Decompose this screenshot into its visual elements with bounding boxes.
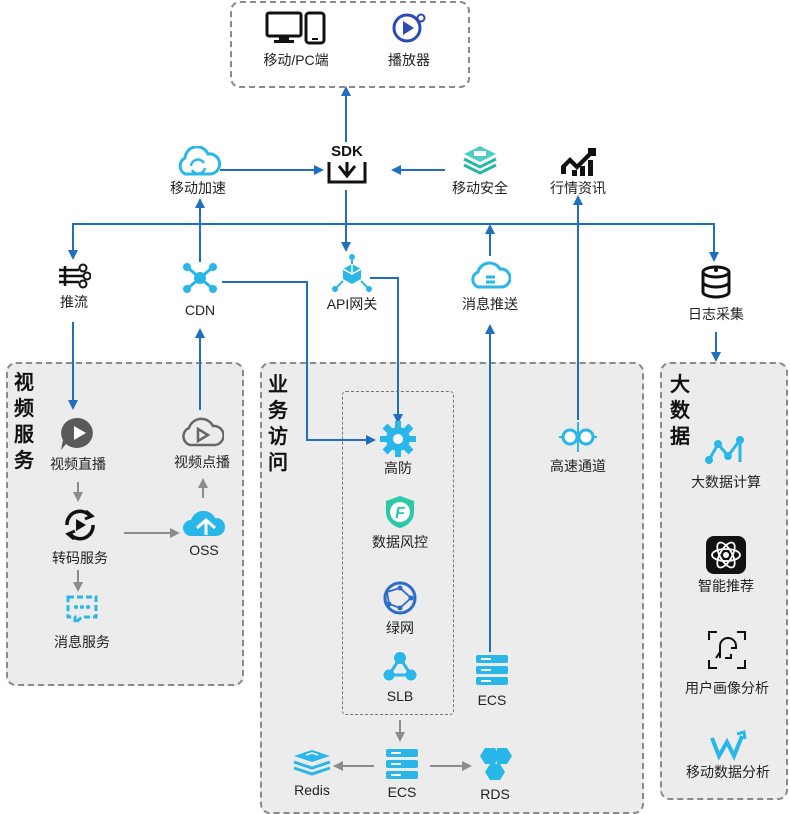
- log-collect-node: 日志采集: [676, 264, 756, 322]
- bus-line: [72, 223, 715, 258]
- monitor-phone-icon: [265, 11, 326, 45]
- sdk-node: SDK: [322, 144, 372, 186]
- oss-label: OSS: [189, 542, 219, 558]
- message-push-label: 消息推送: [462, 296, 518, 312]
- cdn-label: CDN: [184, 302, 216, 318]
- rds-hexagon-icon: [480, 748, 512, 780]
- svg-text:F: F: [395, 505, 406, 522]
- play-circle-icon: [392, 13, 426, 43]
- mobile-accel-label: 移动加速: [170, 180, 226, 196]
- market-info-label: 行情资讯: [550, 180, 606, 196]
- redis-layers-icon: [293, 750, 331, 776]
- sdk-download-icon: [327, 162, 367, 184]
- api-cube-icon: [332, 254, 372, 292]
- message-push-node: 消息推送: [450, 260, 530, 312]
- line-chart-icon: [705, 436, 744, 464]
- server-stack-icon: [386, 749, 418, 779]
- highspeed-node: 高速通道: [536, 420, 620, 474]
- cloud-upload-icon: [183, 510, 226, 536]
- green-net-label: 绿网: [386, 620, 414, 636]
- rds-node: RDS: [470, 746, 520, 802]
- mobile-accel-node: 移动加速: [158, 146, 238, 196]
- bigdata-compute-label: 大数据计算: [691, 474, 761, 490]
- player-label: 播放器: [388, 52, 430, 68]
- big-data-box: [660, 362, 788, 800]
- ecs-top-node: ECS: [466, 654, 518, 708]
- dual-node-icon: [559, 422, 597, 452]
- mobile-pc-node: 移动/PC端: [255, 10, 337, 68]
- anti-ddos-label: 高防: [384, 460, 412, 476]
- anti-ddos-node: 高防: [370, 420, 426, 476]
- arrow-cdn-antiddos: [222, 281, 376, 445]
- player-node: 播放器: [372, 10, 446, 68]
- gear-shield-icon: [380, 421, 416, 457]
- oss-node: OSS: [178, 506, 230, 558]
- message-service-node: 消息服务: [42, 594, 122, 650]
- stream-lines-icon: [59, 263, 91, 289]
- live-play-bubble-icon: [61, 417, 93, 450]
- video-service-title: 视频服务: [14, 372, 34, 472]
- slb-label: SLB: [386, 688, 414, 704]
- transcode-label: 转码服务: [52, 550, 108, 566]
- portrait-label: 用户画像分析: [685, 680, 769, 696]
- live-label: 视频直播: [50, 456, 106, 472]
- load-balancer-icon: [383, 652, 417, 681]
- green-net-node: 绿网: [372, 580, 428, 636]
- mobile-security-node: 移动安全: [440, 144, 520, 196]
- live-node: 视频直播: [42, 416, 114, 472]
- redis-label: Redis: [294, 782, 330, 798]
- mobile-analysis-label: 移动数据分析: [686, 764, 770, 780]
- mobile-security-label: 移动安全: [452, 180, 508, 196]
- trend-w-icon: [710, 730, 747, 761]
- redis-node: Redis: [286, 748, 338, 798]
- cdn-node: CDN: [172, 262, 228, 318]
- chart-trend-icon: [561, 148, 596, 176]
- shield-layers-icon: [463, 146, 497, 175]
- ecs-bottom-label: ECS: [387, 784, 417, 800]
- highspeed-label: 高速通道: [550, 458, 606, 474]
- recommend-label: 智能推荐: [698, 578, 754, 594]
- recommend-node: 智能推荐: [680, 534, 772, 594]
- chat-dots-icon: [66, 595, 98, 626]
- arrow-api-antiddos: [370, 277, 403, 424]
- face-scan-icon: [708, 631, 746, 669]
- network-hub-icon: [183, 263, 217, 293]
- market-info-node: 行情资讯: [538, 144, 618, 196]
- sdk-label: SDK: [331, 143, 363, 160]
- mobile-pc-label: 移动/PC端: [263, 52, 329, 68]
- ai-atom-icon: [706, 536, 746, 574]
- rds-label: RDS: [480, 786, 510, 802]
- server-stack-icon: [476, 655, 508, 685]
- globe-network-icon: [383, 581, 417, 615]
- cloud-refresh-icon: [178, 146, 221, 176]
- ecs-top-label: ECS: [477, 692, 507, 708]
- f-shield-icon: F: [386, 496, 414, 528]
- transcode-cycle-icon: [65, 509, 95, 541]
- api-gateway-label: API网关: [326, 296, 378, 312]
- push-stream-label: 推流: [60, 294, 88, 310]
- message-service-label: 消息服务: [54, 634, 110, 650]
- vod-label: 视频点播: [174, 454, 230, 470]
- clients-box: [230, 1, 470, 88]
- risk-control-label: 数据风控: [372, 534, 428, 550]
- business-access-title: 业务访问: [268, 374, 288, 474]
- vod-node: 视频点播: [166, 416, 238, 470]
- api-gateway-node: API网关: [316, 254, 388, 312]
- slb-node: SLB: [374, 650, 426, 704]
- database-log-icon: [701, 265, 731, 299]
- risk-control-node: F 数据风控: [362, 494, 438, 550]
- log-collect-label: 日志采集: [688, 306, 744, 322]
- push-stream-node: 推流: [48, 262, 100, 310]
- cloud-message-icon: [471, 261, 511, 289]
- transcode-node: 转码服务: [40, 506, 120, 566]
- ecs-bottom-node: ECS: [376, 748, 428, 800]
- mobile-analysis-node: 移动数据分析: [672, 730, 784, 780]
- big-data-title: 大数据: [670, 374, 690, 448]
- cloud-play-icon: [182, 417, 224, 447]
- bigdata-compute-node: 大数据计算: [676, 434, 776, 490]
- portrait-node: 用户画像分析: [672, 630, 782, 696]
